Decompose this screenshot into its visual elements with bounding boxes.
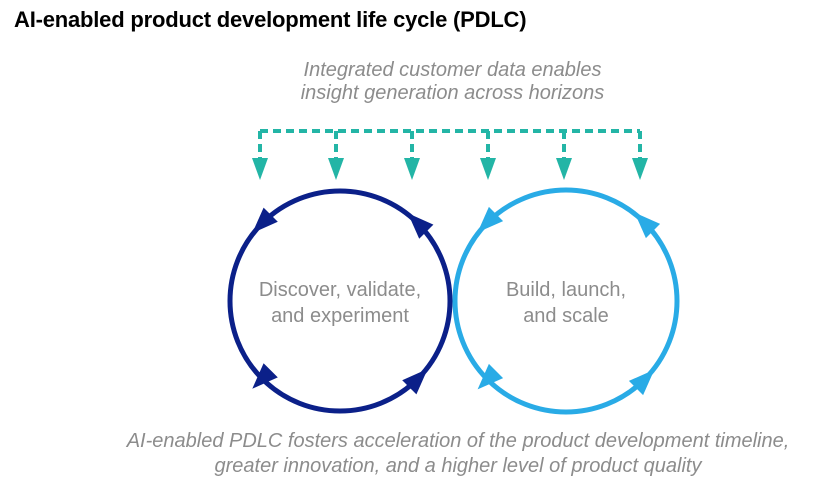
discover-cycle-label-line-1: Discover, validate, (258, 279, 422, 301)
bottom-caption-line-2: greater innovation, and a higher level o… (214, 455, 702, 477)
down-arrow-icon-2 (328, 158, 344, 180)
discover-cycle-label: Discover, validate, and experiment (235, 277, 445, 329)
bottom-caption: AI-enabled PDLC fosters acceleration of … (81, 429, 835, 479)
down-arrow-icon-1 (252, 158, 268, 180)
cycle-arrowhead-icon (477, 363, 504, 390)
down-arrow-icon-6 (632, 158, 648, 180)
cycle-arrowhead-icon (252, 363, 278, 389)
down-arrow-icon-5 (556, 158, 572, 180)
discover-cycle-circle (227, 188, 453, 414)
cycle-arrowhead-icon (407, 213, 434, 239)
bottom-caption-line-1: AI-enabled PDLC fosters acceleration of … (126, 430, 790, 452)
top-annotation-line-2: insight generation across horizons (300, 82, 605, 104)
cycle-arrowhead-icon (252, 207, 278, 234)
down-arrow-icon-4 (480, 158, 496, 180)
top-annotation: Integrated customer data enables insight… (235, 59, 670, 105)
cycle-build-launch-scale (452, 187, 680, 415)
build-cycle-label: Build, launch, and scale (461, 277, 671, 329)
cycle-arrowhead-icon (634, 212, 661, 239)
cycle-arrowhead-icon (402, 368, 428, 395)
down-arrow-icon-3 (404, 158, 420, 180)
cycle-arrowhead-icon (477, 206, 504, 233)
build-cycle-circle (452, 187, 680, 415)
page-title: AI-enabled product development life cycl… (14, 7, 527, 32)
build-cycle-label-line-1: Build, launch, (505, 279, 627, 301)
discover-cycle-label-line-2: and experiment (271, 305, 409, 327)
cycle-discover-validate-experiment (227, 188, 453, 414)
build-cycle-label-line-2: and scale (523, 305, 609, 327)
cycle-arrowhead-icon (628, 369, 655, 396)
top-annotation-line-1: Integrated customer data enables (303, 59, 602, 81)
customer-data-connector (252, 129, 648, 180)
